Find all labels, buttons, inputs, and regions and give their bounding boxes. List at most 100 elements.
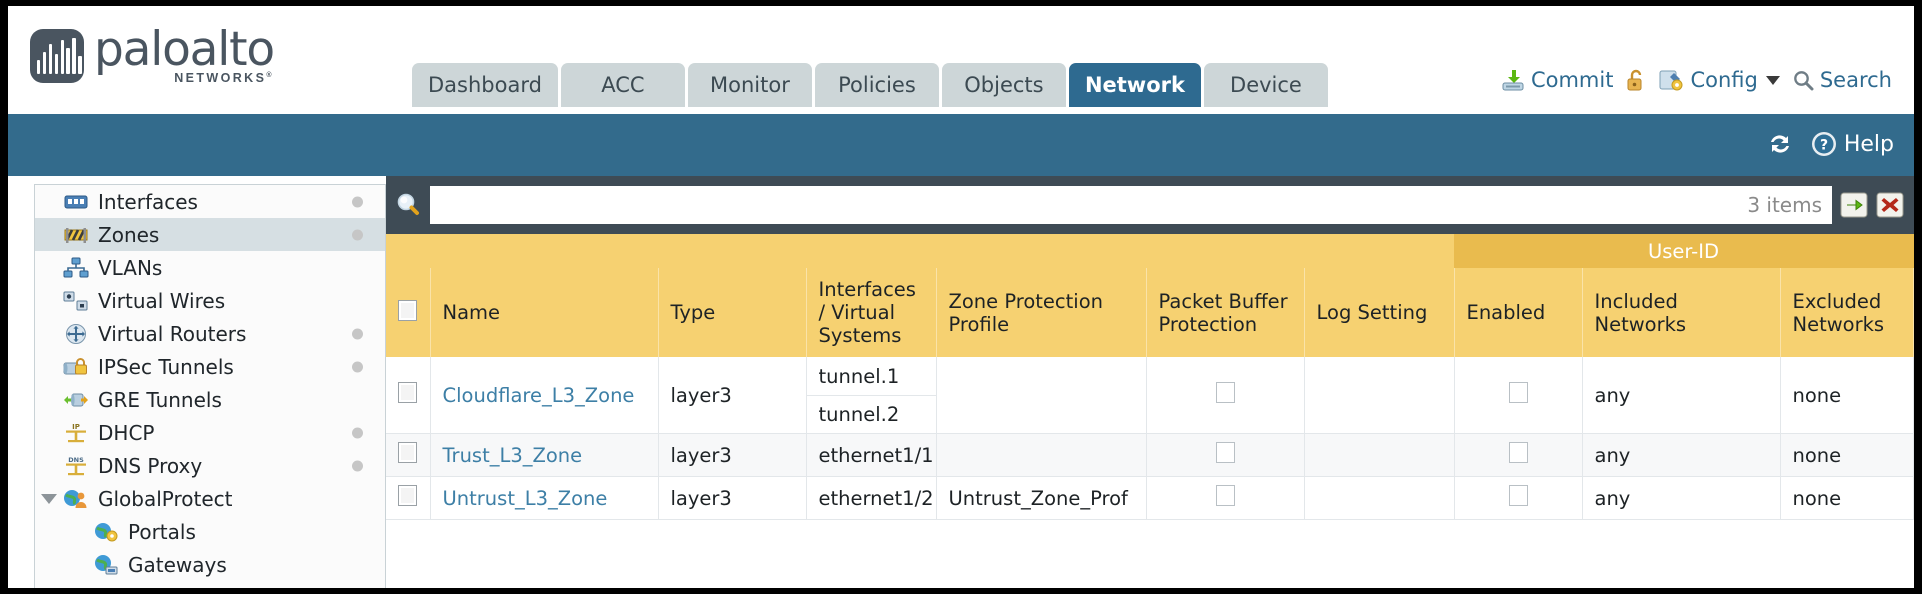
sidebar-item-label: IPSec Tunnels	[98, 354, 234, 379]
cell-log-setting	[1304, 476, 1455, 520]
zone-link[interactable]: Cloudflare_L3_Zone	[442, 383, 635, 407]
collapse-triangle-icon[interactable]	[41, 493, 57, 504]
tab-network[interactable]: Network	[1068, 63, 1201, 107]
tab-monitor[interactable]: Monitor	[687, 63, 812, 107]
search-input[interactable]: 3 items	[430, 186, 1832, 224]
col-log-setting[interactable]: Log Setting	[1304, 268, 1455, 357]
commit-button[interactable]: Commit	[1501, 68, 1614, 92]
col-interfaces-virtual-systems[interactable]: Interfaces / Virtual Systems	[806, 268, 937, 357]
select-all-checkbox[interactable]	[398, 299, 418, 321]
cell-name[interactable]: Untrust_L3_Zone	[430, 476, 659, 520]
userid-enabled-checkbox[interactable]	[1508, 485, 1528, 506]
status-dot	[352, 196, 363, 207]
sidebar-item-label: Interfaces	[98, 189, 198, 214]
chevron-down-icon[interactable]	[1765, 75, 1780, 85]
cell-packet-buffer-protection[interactable]	[1146, 357, 1305, 434]
apply-filter-arrow-icon[interactable]	[1840, 191, 1868, 219]
tab-policies[interactable]: Policies	[814, 63, 939, 107]
cell-log-setting	[1304, 357, 1455, 434]
filter-toolbar: 3 items	[386, 176, 1914, 234]
col-zone-protection-profile[interactable]: Zone Protection Profile	[936, 268, 1147, 357]
sidebar-item-virtual-wires[interactable]: Virtual Wires	[35, 284, 385, 317]
sidebar-item-portals[interactable]: Portals	[35, 515, 385, 548]
cell-name[interactable]: Cloudflare_L3_Zone	[430, 357, 659, 434]
userid-enabled-checkbox[interactable]	[1508, 442, 1528, 463]
brand-wordmark: paloalto	[94, 22, 275, 77]
tab-acc[interactable]: ACC	[560, 63, 685, 107]
select-all-header[interactable]	[386, 268, 431, 357]
virtual-wires-icon	[63, 291, 88, 310]
col-excluded-networks[interactable]: Excluded Networks	[1780, 268, 1914, 357]
col-packet-buffer-protection[interactable]: Packet Buffer Protection	[1146, 268, 1305, 357]
sidebar-item-gre-tunnels[interactable]: GRE Tunnels	[35, 383, 385, 416]
col-name[interactable]: Name	[430, 268, 659, 357]
sidebar-item-dns-proxy[interactable]: DNS DNS Proxy	[35, 449, 385, 482]
sidebar-item-gateways[interactable]: Gateways	[35, 548, 385, 581]
sidebar-item-interfaces[interactable]: Interfaces	[35, 185, 385, 218]
cell-interfaces: ethernet1/1	[806, 433, 937, 477]
col-included-networks[interactable]: Included Networks	[1582, 268, 1781, 357]
unlock-button[interactable]	[1625, 68, 1647, 92]
col-userid-enabled[interactable]: Enabled	[1454, 268, 1583, 357]
row-checkbox[interactable]	[398, 442, 418, 463]
cell-userid-enabled[interactable]	[1454, 433, 1583, 477]
table-row[interactable]: Trust_L3_Zone layer3 ethernet1/1 any non…	[386, 433, 1914, 477]
band-actions: ? Help	[1766, 130, 1894, 158]
zone-link[interactable]: Trust_L3_Zone	[442, 443, 583, 467]
help-button[interactable]: ? Help	[1810, 130, 1894, 158]
sidebar-item-label: VLANs	[98, 255, 163, 280]
packet-buffer-checkbox[interactable]	[1215, 485, 1235, 506]
packet-buffer-checkbox[interactable]	[1215, 382, 1235, 403]
commit-label: Commit	[1530, 68, 1614, 92]
help-label: Help	[1843, 131, 1894, 157]
tab-objects[interactable]: Objects	[941, 63, 1066, 107]
tab-dashboard[interactable]: Dashboard	[412, 63, 558, 107]
sidebar-item-label: Gateways	[128, 552, 227, 577]
cell-type: layer3	[658, 433, 807, 477]
cell-userid-enabled[interactable]	[1454, 357, 1583, 434]
cell-name[interactable]: Trust_L3_Zone	[430, 433, 659, 477]
context-band: ? Help	[8, 114, 1914, 176]
tab-device[interactable]: Device	[1203, 63, 1328, 107]
sidebar-item-globalprotect[interactable]: GlobalProtect	[35, 482, 385, 515]
search-magnifier-icon	[394, 191, 422, 219]
row-select-cell[interactable]	[386, 433, 431, 477]
packet-buffer-checkbox[interactable]	[1215, 442, 1235, 463]
search-button[interactable]: Search	[1792, 68, 1892, 92]
row-select-cell[interactable]	[386, 476, 431, 520]
header-action-bar: Commit	[1501, 68, 1892, 92]
interfaces-icon	[63, 191, 89, 213]
userid-enabled-checkbox[interactable]	[1508, 382, 1528, 403]
sidebar-item-virtual-routers[interactable]: Virtual Routers	[35, 317, 385, 350]
config-menu[interactable]: Config	[1659, 68, 1780, 92]
sidebar-item-vlans[interactable]: VLANs	[35, 251, 385, 284]
cell-excluded-networks: none	[1780, 476, 1914, 520]
gateways-icon	[95, 554, 118, 574]
zones-barrier-icon	[63, 224, 89, 246]
refresh-icon[interactable]	[1766, 130, 1794, 158]
gre-tunnels-icon	[64, 393, 88, 406]
sidebar-item-ipsec-tunnels[interactable]: IPSec Tunnels	[35, 350, 385, 383]
cell-included-networks: any	[1582, 476, 1781, 520]
row-select-cell[interactable]	[386, 357, 431, 434]
col-type[interactable]: Type	[658, 268, 807, 357]
cell-userid-enabled[interactable]	[1454, 476, 1583, 520]
item-count-label: 3 items	[1747, 193, 1822, 217]
zone-link[interactable]: Untrust_L3_Zone	[442, 486, 608, 510]
cell-packet-buffer-protection[interactable]	[1146, 433, 1305, 477]
header-spacer	[386, 234, 1454, 268]
cell-excluded-networks: none	[1780, 357, 1914, 434]
row-checkbox[interactable]	[398, 382, 418, 403]
zones-table: User-ID Name Type Interfaces / Virtual S…	[386, 234, 1914, 520]
row-checkbox[interactable]	[398, 485, 418, 506]
cell-packet-buffer-protection[interactable]	[1146, 476, 1305, 520]
sidebar-item-dhcp[interactable]: IP DHCP	[35, 416, 385, 449]
app-window: paloalto NETWORKS® Dashboard ACC Monitor…	[8, 6, 1914, 588]
vlans-icon	[63, 257, 89, 279]
sidebar-item-label: Portals	[128, 519, 196, 544]
table-row[interactable]: Untrust_L3_Zone layer3 ethernet1/2 Untru…	[386, 476, 1914, 520]
status-dot	[352, 328, 363, 339]
clear-filter-x-icon[interactable]	[1876, 191, 1904, 219]
network-sidebar[interactable]: Interfaces Zones	[34, 184, 386, 588]
sidebar-item-zones[interactable]: Zones	[35, 218, 385, 251]
